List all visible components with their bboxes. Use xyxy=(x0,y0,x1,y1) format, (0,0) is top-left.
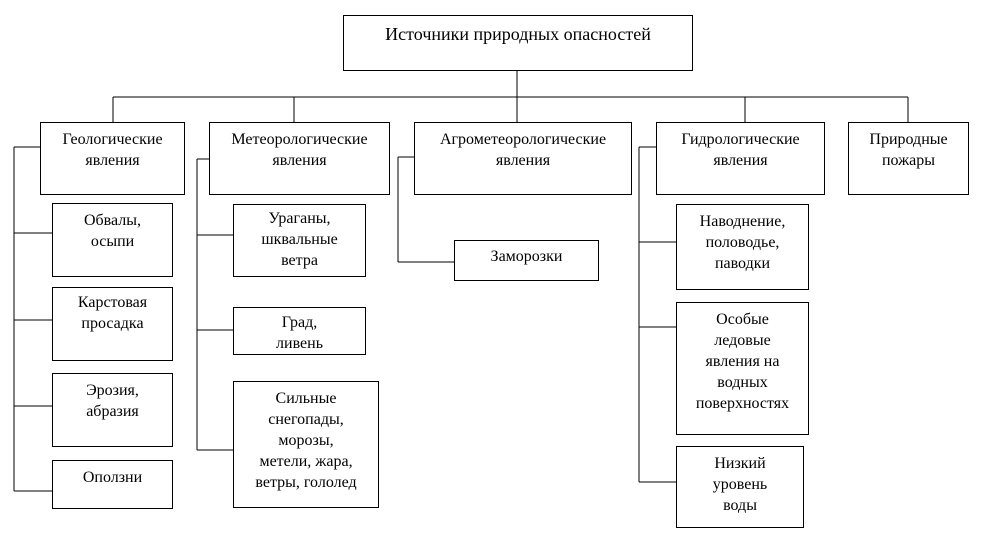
agro-item-frosts: Заморозки xyxy=(454,240,599,281)
geo-item-karst: Карстовая просадка xyxy=(52,287,173,361)
meteo-item-snowfall: Сильные снегопады, морозы, метели, жара,… xyxy=(233,381,379,508)
hydro-item-low-water: Низкий уровень воды xyxy=(676,446,804,528)
category-geological: Геологические явления xyxy=(40,122,185,195)
geo-item-rockfalls: Обвалы, осыпи xyxy=(52,203,173,277)
category-agrometeorological: Агрометеорологические явления xyxy=(414,122,632,195)
root-box: Источники природных опасностей xyxy=(343,15,693,71)
hydro-item-floods: Наводнение, половодье, паводки xyxy=(676,204,809,290)
geo-item-landslides: Оползни xyxy=(52,460,173,509)
hydro-item-ice: Особые ледовые явления на водных поверхн… xyxy=(676,302,809,435)
category-meteorological: Метеорологические явления xyxy=(209,122,390,195)
meteo-item-hurricanes: Ураганы, шквальные ветра xyxy=(233,204,366,277)
category-hydrological: Гидрологические явления xyxy=(656,122,825,195)
category-fires: Природные пожары xyxy=(848,122,969,195)
geo-item-erosion: Эрозия, абразия xyxy=(52,373,173,447)
meteo-item-hail: Град, ливень xyxy=(233,307,366,355)
